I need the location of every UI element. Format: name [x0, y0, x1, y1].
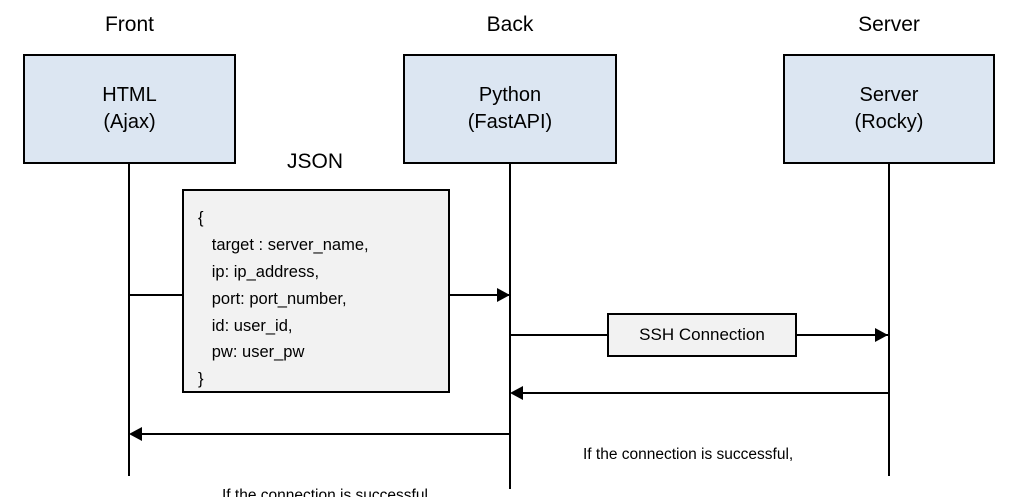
- message-caption-server-to-back-line1: If the connection is successful,: [583, 446, 794, 463]
- lifeline-front: [128, 164, 130, 476]
- participant-box-back[interactable]: Python (FastAPI): [403, 54, 617, 164]
- lifeline-server: [888, 164, 890, 476]
- participant-back-line1: Python: [478, 84, 542, 106]
- column-title-back: Back: [486, 13, 534, 36]
- json-note-box[interactable]: { target : server_name, ip: ip_address, …: [182, 189, 450, 393]
- json-note-body: { target : server_name, ip: ip_address, …: [198, 209, 369, 389]
- arrowhead-front-to-back: [497, 288, 510, 302]
- participant-front-line1: HTML: [102, 84, 157, 106]
- arrowhead-back-to-front: [129, 427, 142, 441]
- json-note-label: JSON: [286, 150, 343, 173]
- message-line-back-to-front: [141, 433, 510, 435]
- participant-box-server[interactable]: Server (Rocky): [783, 54, 995, 164]
- ssh-connection-note-box[interactable]: SSH Connection: [607, 313, 797, 357]
- column-title-front: Front: [104, 13, 154, 36]
- ssh-connection-label: SSH Connection: [639, 325, 765, 344]
- lifeline-back: [509, 164, 511, 489]
- participant-front-line2: (Ajax): [103, 111, 156, 133]
- participant-back-line2: (FastAPI): [467, 111, 553, 133]
- message-caption-back-to-front: If the connection is successful, this pa…: [222, 441, 432, 497]
- column-title-server: Server: [858, 13, 920, 36]
- arrowhead-back-to-server: [875, 328, 888, 342]
- message-caption-server-to-back: If the connection is successful, this pa…: [583, 400, 793, 497]
- arrowhead-server-to-back: [510, 386, 523, 400]
- message-caption-back-to-front-line1: If the connection is successful,: [222, 487, 433, 497]
- participant-server-line2: (Rocky): [854, 111, 924, 133]
- message-line-server-to-back: [522, 392, 889, 394]
- participant-box-front[interactable]: HTML (Ajax): [23, 54, 236, 164]
- participant-server-line1: Server: [859, 84, 919, 106]
